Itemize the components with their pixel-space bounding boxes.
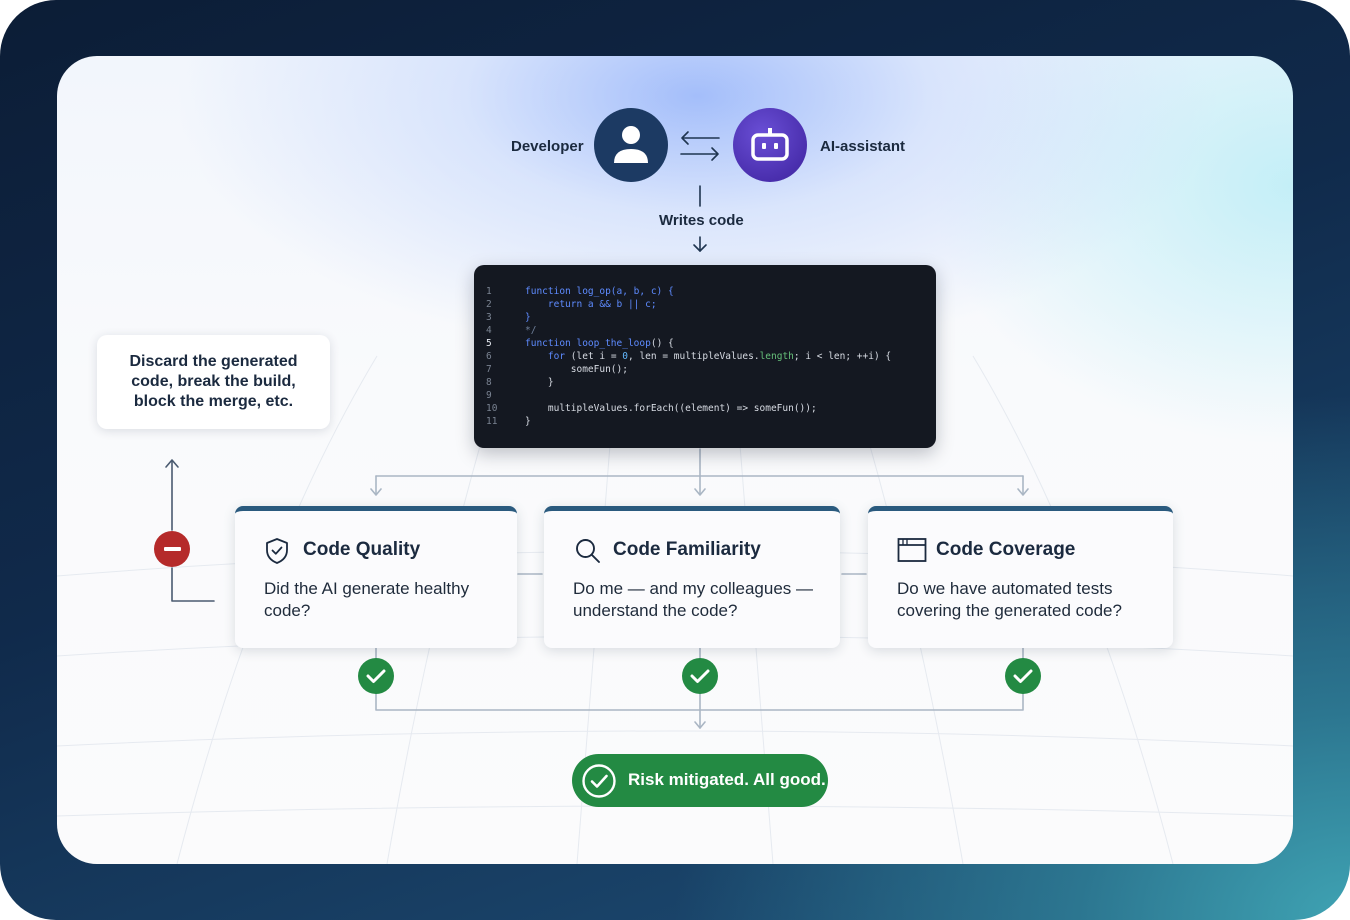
risk-mitigated-label: Risk mitigated. All good. [628,770,826,789]
reject-icon [154,531,190,567]
writes-code-label: Writes code [659,212,744,229]
code-text: } [525,312,531,323]
code-text: } [525,416,531,427]
code-line: 7 someFun(); [474,363,936,376]
line-number: 6 [486,351,492,362]
code-line: 5 function loop_the_loop() { [474,337,936,350]
line-number: 5 [486,338,492,349]
line-number: 3 [486,312,492,323]
code-coverage-question: Do we have automated tests covering the … [897,579,1122,620]
ai-assistant-label: AI-assistant [820,138,906,155]
code-quality-question: Did the AI generate healthy code? [264,579,470,620]
check-icon [1005,658,1041,694]
shield-icon [266,538,288,564]
code-line: 8 } [474,376,936,389]
line-number: 7 [486,364,492,375]
code-line: 10 multipleValues.forEach((element) => s… [474,402,936,415]
line-number: 11 [486,416,498,427]
code-coverage-title: Code Coverage [936,539,1076,560]
discard-action-box: Discard the generated code, break the bu… [97,335,330,429]
ai-assistant-avatar [733,108,807,182]
code-line: 9 [474,389,936,402]
line-number: 10 [486,403,498,414]
line-number: 2 [486,299,492,310]
diagram-card [57,56,1293,864]
check-circle-icon [582,764,616,798]
developer-label: Developer [511,138,584,155]
code-quality-title: Code Quality [303,539,421,560]
check-box-code-quality: Code Quality Did the AI generate healthy… [235,506,517,648]
code-line: 2 return a && b || c; [474,298,936,311]
robot-icon [751,128,789,161]
code-line: 3} [474,311,936,324]
code-line: 11} [474,415,936,428]
line-number: 9 [486,390,492,401]
code-familiarity-title: Code Familiarity [613,539,761,560]
window-icon [897,538,927,562]
code-text: function log_op(a, b, c) { [525,286,674,297]
code-text: } [525,377,554,388]
code-text: function loop_the_loop() { [525,338,674,349]
code-line: 4 */ [474,324,936,337]
check-box-code-coverage: Code Coverage Do we have automated tests… [868,506,1173,648]
code-familiarity-question: Do me — and my colleagues — understand t… [573,579,813,620]
line-number: 8 [486,377,492,388]
risk-mitigated-badge: Risk mitigated. All good. [572,754,828,807]
code-text: multipleValues.forEach((element) => some… [525,403,817,414]
code-line: 6 for (let i = 0, len = multipleValues.l… [474,350,936,363]
search-icon [576,539,600,563]
code-line: 1 function log_op(a, b, c) { [474,285,936,298]
code-text: for (let i = 0, len = multipleValues.len… [547,351,892,362]
code-text: */ [525,325,537,336]
developer-avatar [594,108,668,182]
check-icon [682,658,718,694]
discard-text: Discard the generated code, break the bu… [129,353,298,410]
check-icon [358,658,394,694]
person-icon [614,126,648,163]
code-text: someFun(); [525,364,628,375]
code-text: return a && b || c; [547,299,657,310]
check-box-code-familiarity: Code Familiarity Do me — and my colleagu… [544,506,840,648]
line-number: 1 [486,286,492,297]
line-number: 4 [486,325,492,336]
